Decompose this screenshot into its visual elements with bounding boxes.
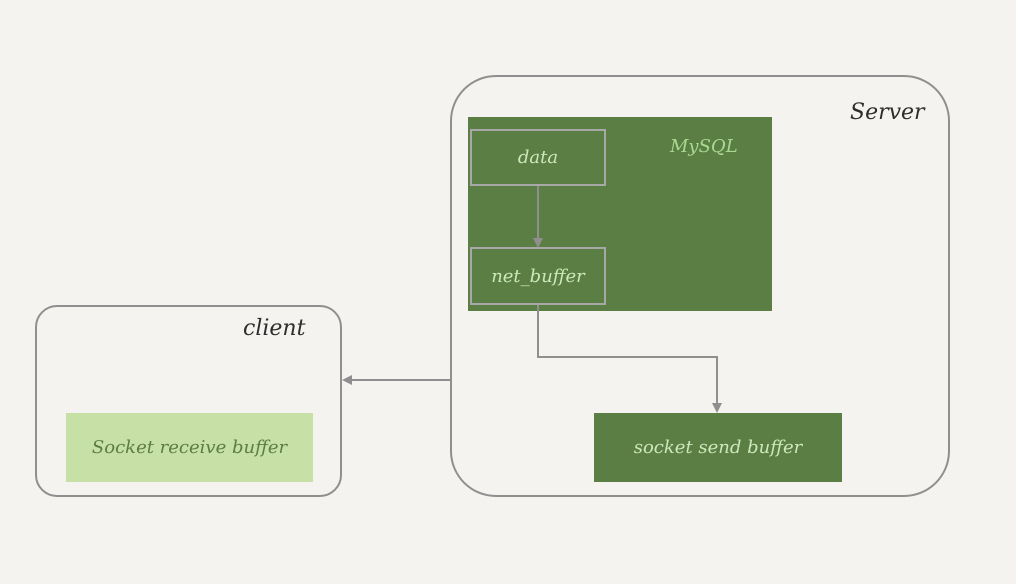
client-label: client bbox=[243, 316, 306, 341]
mysql-label: MySQL bbox=[670, 136, 738, 157]
data-box-label: data bbox=[517, 147, 559, 168]
socket-receive-buffer-box: Socket receive buffer bbox=[66, 413, 313, 482]
net-buffer-box: net_buffer bbox=[470, 247, 606, 305]
socket-send-buffer-label: socket send buffer bbox=[633, 437, 803, 458]
net-buffer-label: net_buffer bbox=[491, 265, 585, 287]
client-container bbox=[35, 305, 342, 497]
socket-send-buffer-box: socket send buffer bbox=[594, 413, 842, 482]
server-container bbox=[450, 75, 950, 497]
socket-receive-buffer-label: Socket receive buffer bbox=[91, 437, 288, 458]
arrow-netbuffer-to-send bbox=[537, 305, 722, 413]
data-box: data bbox=[470, 129, 606, 186]
server-label: Server bbox=[850, 100, 925, 125]
